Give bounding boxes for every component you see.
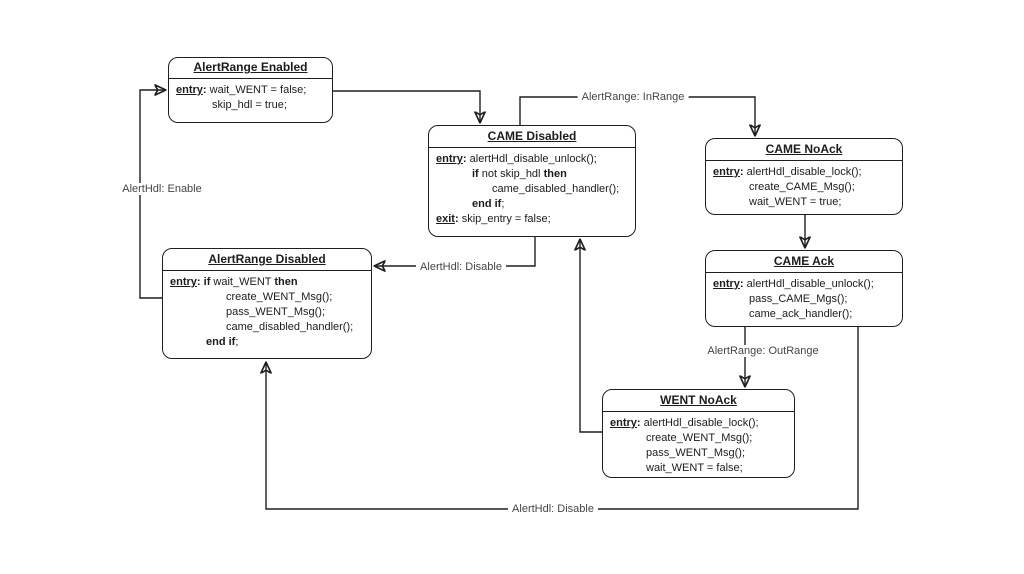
code-line: skip_hdl = true; [212,99,287,111]
code-line: end if; [472,198,505,210]
code-line: entry: if wait_WENT then [170,276,298,288]
code-line: came_ack_handler(); [749,308,853,320]
state-title-came-noack: CAME NoAck [706,139,902,161]
code-line: pass_CAME_Mgs(); [749,293,848,305]
state-body-came-noack: entry: alertHdl_disable_lock(); create_CA… [706,161,902,212]
code-line: pass_WENT_Msg(); [226,306,326,318]
code-line: came_disabled_handler(); [492,183,620,195]
state-title-alertrange-disabled: AlertRange Disabled [163,249,371,271]
edge-went-noack-to-came-disabled [580,239,602,433]
transition-label-alertrange-outrange: AlertRange: OutRange [703,345,823,357]
transition-label-alerthdl-disable-bottom: AlertHdl: Disable [508,503,598,515]
code-line: pass_WENT_Msg(); [646,447,746,459]
code-line: entry: alertHdl_disable_unlock(); [436,153,597,165]
code-line: wait_WENT = true; [749,196,842,208]
code-line: came_disabled_handler(); [226,321,354,333]
code-line: wait_WENT = false; [646,462,743,474]
code-line: if not skip_hdl then [472,168,567,180]
state-body-came-disabled: entry: alertHdl_disable_unlock();if not … [429,148,635,229]
code-line: create_CAME_Msg(); [749,181,855,193]
code-line: create_WENT_Msg(); [226,291,333,303]
state-body-went-noack: entry: alertHdl_disable_lock(); create_WE… [603,412,794,478]
state-title-came-disabled: CAME Disabled [429,126,635,148]
state-body-alertrange-enabled: entry: wait_WENT = false; skip_hdl = true… [169,79,332,115]
transition-label-alerthdl-enable: AlertHdl: Enable [118,183,206,195]
code-line: create_WENT_Msg(); [646,432,753,444]
state-title-came-ack: CAME Ack [706,251,902,273]
edge-enabled-to-came-disabled [333,90,480,123]
state-title-went-noack: WENT NoAck [603,390,794,412]
state-body-alertrange-disabled: entry: if wait_WENT then create_WENT_Msg(… [163,271,371,352]
code-line: entry: alertHdl_disable_lock(); [713,166,862,178]
code-line: entry: alertHdl_disable_unlock(); [713,278,874,290]
state-title-alertrange-enabled: AlertRange Enabled [169,58,332,79]
code-line: exit: skip_entry = false; [436,213,551,225]
code-line: entry: wait_WENT = false; [176,84,307,96]
code-line: end if; [206,336,239,348]
transition-label-alertrange-inrange: AlertRange: InRange [577,91,689,103]
code-line: entry: alertHdl_disable_lock(); [610,417,759,429]
transition-label-alerthdl-disable-mid: AlertHdl: Disable [416,261,506,273]
state-body-came-ack: entry: alertHdl_disable_unlock(); pass_CA… [706,273,902,324]
